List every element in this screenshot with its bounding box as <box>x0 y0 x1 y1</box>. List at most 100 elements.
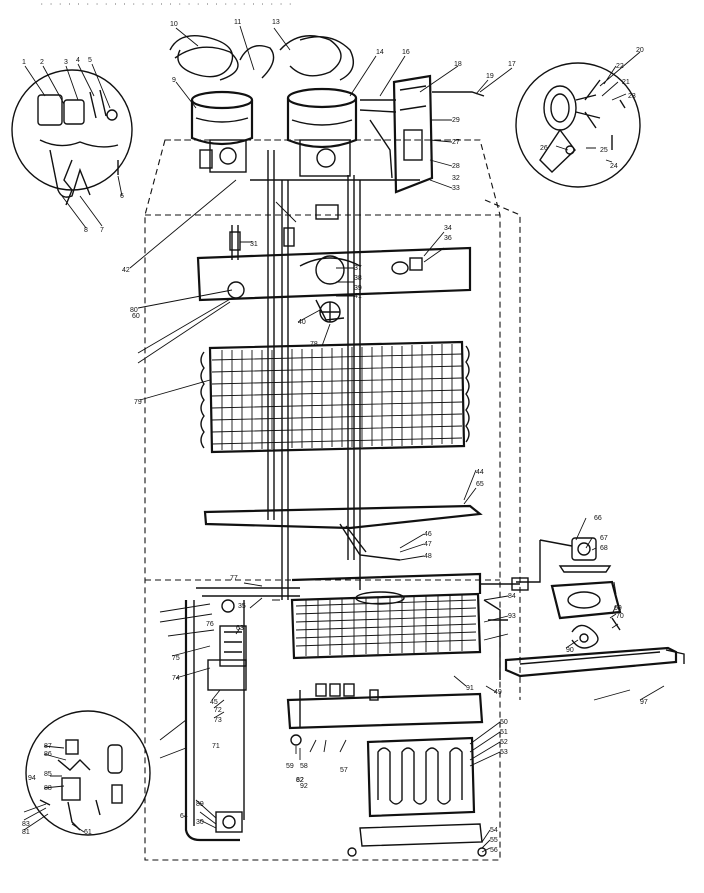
callout-19: 19 <box>486 73 494 80</box>
callout-53: 53 <box>500 749 508 756</box>
callout-38: 38 <box>354 275 362 282</box>
callout-44: 44 <box>476 469 484 476</box>
callout-78: 78 <box>310 341 318 348</box>
upper-tubing <box>229 150 420 600</box>
callout-87: 87 <box>44 743 52 750</box>
grille-panel <box>504 646 685 678</box>
callout-72: 72 <box>214 707 222 714</box>
callout-7: 7 <box>100 227 104 234</box>
drain-trough <box>203 504 483 561</box>
callout-35: 35 <box>238 603 246 610</box>
callout-30: 30 <box>196 819 204 826</box>
callout-18: 18 <box>454 61 462 68</box>
capillary-coils <box>169 35 354 81</box>
callout-16: 16 <box>402 49 410 56</box>
callout-60: 60 <box>132 313 140 320</box>
inset-defrost-timer-assembly <box>25 710 151 836</box>
callout-88: 88 <box>44 785 52 792</box>
upper-evaporator-coil <box>200 340 470 454</box>
callout-69: 69 <box>614 605 622 612</box>
callout-61: 61 <box>84 829 92 836</box>
callout-67: 67 <box>600 535 608 542</box>
callout-32: 32 <box>452 175 460 182</box>
control-panel <box>286 683 484 746</box>
callout-93: 93 <box>508 613 516 620</box>
callout-36: 36 <box>444 235 452 242</box>
callout-5: 5 <box>88 57 92 64</box>
callout-33: 33 <box>452 185 460 192</box>
callout-37: 37 <box>354 265 362 272</box>
callout-14: 14 <box>376 49 384 56</box>
callout-85: 85 <box>44 771 52 778</box>
evaporator-fan-housing <box>196 246 472 323</box>
callout-25: 25 <box>600 147 608 154</box>
callout-84: 84 <box>508 593 516 600</box>
callout-20: 20 <box>636 47 644 54</box>
callout-3: 3 <box>64 59 68 66</box>
callout-82: 82 <box>296 777 304 784</box>
callout-49: 49 <box>494 689 502 696</box>
callout-41: 41 <box>354 293 362 300</box>
callout-40: 40 <box>298 319 306 326</box>
callout-10: 10 <box>170 21 178 28</box>
callout-89: 89 <box>196 801 204 808</box>
callout-62: 62 <box>296 777 304 784</box>
callout-86: 86 <box>44 751 52 758</box>
inset-control-assembly <box>11 69 133 206</box>
callout-51: 51 <box>500 729 508 736</box>
callout-47: 47 <box>424 541 432 548</box>
callout-76: 76 <box>206 621 214 628</box>
callout-90: 90 <box>566 647 574 654</box>
callout-55: 55 <box>490 837 498 844</box>
compressor-right <box>286 87 358 177</box>
callout-52: 52 <box>500 739 508 746</box>
callout-77: 77 <box>230 575 238 582</box>
callout-48: 48 <box>424 553 432 560</box>
inset-fan-motor-assembly <box>515 62 641 188</box>
callout-23: 23 <box>628 93 636 100</box>
callout-75: 75 <box>172 655 180 662</box>
callout-6: 6 <box>120 193 124 200</box>
callout-74: 74 <box>172 675 180 682</box>
condenser-coil <box>347 736 487 857</box>
relay-bracket <box>359 74 485 194</box>
callout-59: 59 <box>286 763 294 770</box>
callout-34: 34 <box>444 225 452 232</box>
callout-21: 21 <box>622 79 630 86</box>
callout-94: 94 <box>28 775 36 782</box>
callout-79: 79 <box>134 399 142 406</box>
callout-46: 46 <box>424 531 432 538</box>
callout-29: 29 <box>452 117 460 124</box>
callout-97: 97 <box>640 699 648 706</box>
callout-28: 28 <box>452 163 460 170</box>
callout-91: 91 <box>466 685 474 692</box>
callout-leaders <box>23 25 665 853</box>
callout-71: 71 <box>212 743 220 750</box>
callout-26: 26 <box>540 145 548 152</box>
callout-66: 66 <box>594 515 602 522</box>
callout-58: 58 <box>300 763 308 770</box>
callout-68: 68 <box>600 545 608 552</box>
callout-4: 4 <box>76 57 80 64</box>
callout-13: 13 <box>272 19 280 26</box>
callout-63: 63 <box>236 625 244 632</box>
callout-labels: 1 2 3 4 5 6 7 8 9 10 11 13 14 16 17 18 1… <box>22 19 648 854</box>
callout-56: 56 <box>490 847 498 854</box>
callout-11-top: 11 <box>234 19 241 26</box>
callout-57: 57 <box>340 767 348 774</box>
callout-92: 92 <box>300 783 308 790</box>
callout-1: 1 <box>22 59 26 66</box>
compressor-left <box>190 90 254 173</box>
callout-73: 73 <box>214 717 222 724</box>
callout-83: 83 <box>22 821 30 828</box>
callout-64: 64 <box>180 813 188 820</box>
callout-65: 65 <box>476 481 484 488</box>
callout-17: 17 <box>508 61 516 68</box>
callout-70: 70 <box>616 613 624 620</box>
callout-50: 50 <box>500 719 508 726</box>
lower-evaporator-coil <box>290 572 482 660</box>
callout-54: 54 <box>490 827 498 834</box>
callout-27: 27 <box>452 139 460 146</box>
callout-2: 2 <box>40 59 44 66</box>
condenser-fan-assembly <box>511 537 622 649</box>
